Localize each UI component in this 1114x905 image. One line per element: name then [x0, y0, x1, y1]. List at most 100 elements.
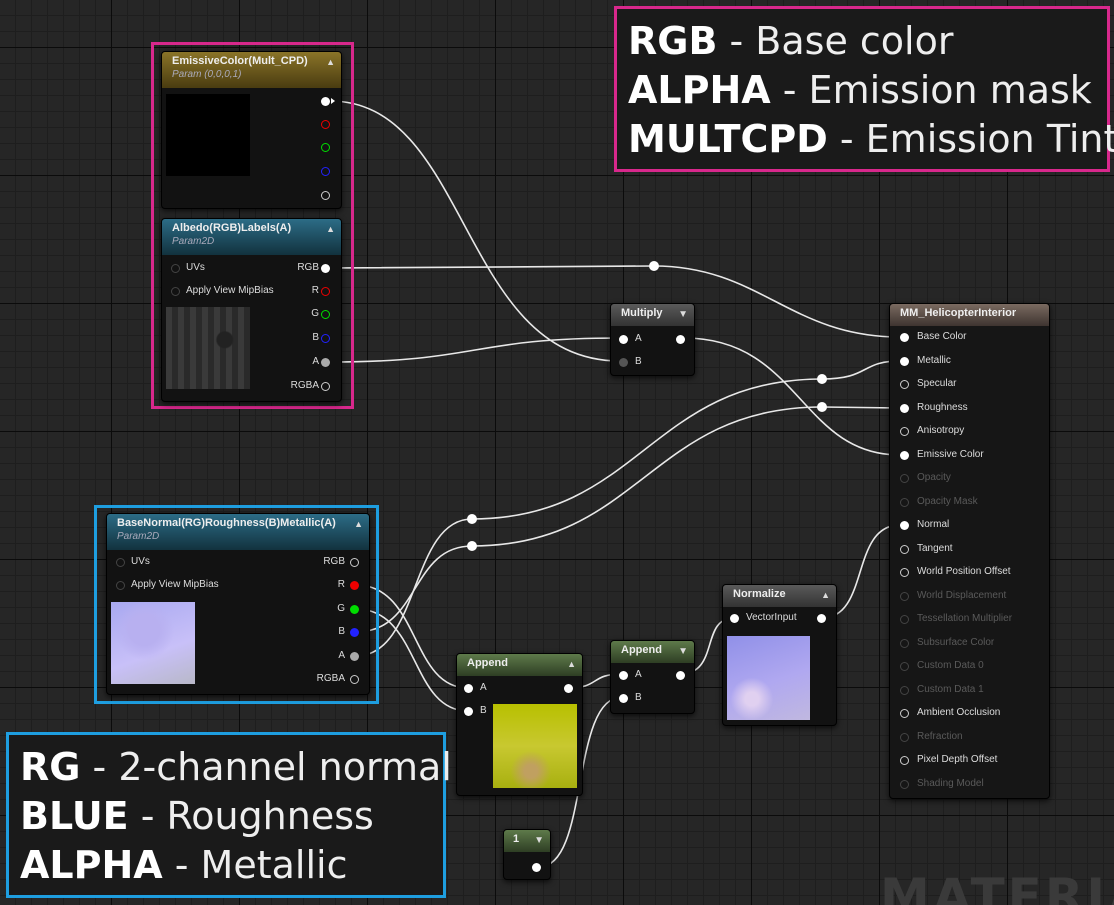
- material-input-pin[interactable]: [900, 638, 909, 648]
- output-pin-g[interactable]: [321, 310, 330, 319]
- collapse-arrow-icon[interactable]: ▲: [326, 57, 335, 67]
- pin-label: A: [480, 682, 487, 693]
- output-pin[interactable]: [564, 684, 573, 693]
- append-node-1[interactable]: Append ▲ A B: [456, 653, 583, 796]
- output-pin-green[interactable]: [321, 143, 330, 152]
- normalize-node[interactable]: Normalize ▲ VectorInput: [722, 584, 837, 726]
- node-header: Append ▲: [457, 654, 582, 676]
- emissive-color-node[interactable]: EmissiveColor(Mult_CPD) Param (0,0,0,1) …: [161, 51, 342, 209]
- material-input-pin[interactable]: [900, 685, 909, 695]
- input-pin-uvs[interactable]: [171, 264, 180, 273]
- input-pin-uvs[interactable]: [116, 558, 125, 567]
- output-pin-g[interactable]: [350, 605, 359, 614]
- output-pin-rgb[interactable]: [350, 558, 359, 567]
- material-input-pin[interactable]: [900, 709, 909, 718]
- append-node-2[interactable]: Append ▼ A B: [610, 640, 695, 714]
- annotation-value: - Emission Tint: [827, 117, 1114, 161]
- output-pin-rgba[interactable]: [350, 675, 359, 684]
- output-pin[interactable]: [676, 671, 685, 680]
- append-preview: [493, 704, 577, 788]
- input-pin-vector[interactable]: [730, 614, 739, 623]
- material-input-label: Roughness: [917, 401, 968, 413]
- collapse-arrow-icon[interactable]: ▲: [354, 519, 363, 529]
- pin-label: G: [311, 308, 319, 319]
- collapse-arrow-icon[interactable]: ▲: [821, 590, 830, 600]
- annotation-value: - Roughness: [128, 794, 374, 838]
- annotation-value: - Base color: [717, 19, 954, 63]
- multiply-node[interactable]: Multiply ▼ A B: [610, 303, 695, 376]
- material-input-pin[interactable]: [900, 427, 909, 436]
- collapse-arrow-icon[interactable]: ▲: [326, 224, 335, 234]
- material-input-label: World Position Offset: [917, 566, 1011, 577]
- output-pin-blue[interactable]: [321, 167, 330, 176]
- material-input-pin[interactable]: [900, 544, 909, 554]
- material-input-label: Emissive Color: [917, 448, 984, 460]
- node-subtitle: Param2D: [117, 531, 160, 542]
- annotation-value: - Emission mask: [770, 68, 1092, 112]
- output-pin[interactable]: [532, 863, 541, 872]
- output-pin[interactable]: [676, 335, 685, 344]
- node-header: Normalize ▲: [723, 585, 836, 607]
- albedo-texture-node[interactable]: Albedo(RGB)Labels(A) Param2D ▲ UVs Apply…: [161, 218, 342, 402]
- material-input-pin[interactable]: [900, 591, 909, 601]
- annotation-value: - Metallic: [162, 843, 348, 887]
- constant-node[interactable]: 1 ▼: [503, 829, 551, 880]
- input-pin-b[interactable]: [464, 707, 473, 716]
- output-pin-rgba[interactable]: [321, 382, 330, 391]
- material-input-label: Metallic: [917, 354, 951, 366]
- material-input-pin[interactable]: [900, 474, 909, 483]
- material-input-pin[interactable]: [900, 333, 909, 342]
- material-input-pin[interactable]: [900, 356, 909, 366]
- material-input-label: Pixel Depth Offset: [917, 754, 998, 765]
- material-input-label: Normal: [917, 519, 950, 530]
- input-pin-a[interactable]: [619, 671, 628, 680]
- input-pin-a[interactable]: [464, 684, 473, 693]
- output-pin-b[interactable]: [350, 628, 359, 637]
- input-pin-mipbias[interactable]: [171, 287, 180, 296]
- output-pin-b[interactable]: [321, 334, 330, 343]
- material-input-pin[interactable]: [900, 403, 909, 413]
- annotation-line: RGB - Base color: [628, 17, 1107, 66]
- output-pin[interactable]: [817, 614, 826, 623]
- material-input-pin[interactable]: [900, 521, 909, 530]
- output-pin-white[interactable]: [321, 97, 330, 106]
- material-input-pin[interactable]: [900, 732, 909, 742]
- output-pin-a[interactable]: [321, 358, 330, 367]
- collapse-arrow-icon[interactable]: ▼: [678, 309, 688, 320]
- output-pin-r[interactable]: [321, 287, 330, 296]
- base-normal-texture-node[interactable]: BaseNormal(RG)Roughness(B)Metallic(A) Pa…: [106, 513, 370, 695]
- pin-arrow-icon: [331, 98, 335, 104]
- pin-label: B: [635, 356, 642, 367]
- annotation-key: ALPHA: [628, 68, 771, 112]
- material-input-pin[interactable]: [900, 568, 909, 577]
- output-pin-rgb[interactable]: [321, 264, 330, 273]
- collapse-arrow-icon[interactable]: ▼: [534, 835, 544, 846]
- input-pin-mipbias[interactable]: [116, 581, 125, 590]
- material-input-label: Refraction: [917, 730, 963, 742]
- material-input-pin[interactable]: [900, 779, 909, 789]
- pin-label: B: [338, 626, 345, 637]
- collapse-arrow-icon[interactable]: ▼: [678, 646, 688, 657]
- input-pin-a[interactable]: [619, 335, 628, 344]
- material-input-pin[interactable]: [900, 497, 909, 507]
- input-pin-b[interactable]: [619, 358, 628, 367]
- material-input-pin[interactable]: [900, 662, 909, 671]
- pin-label: G: [337, 603, 345, 614]
- annotation-line: ALPHA - Emission mask: [628, 66, 1107, 115]
- wire-albedo-a-multiply-a: [329, 337, 621, 363]
- material-input-pin[interactable]: [900, 450, 909, 460]
- material-input-pin[interactable]: [900, 615, 909, 624]
- output-pin-a[interactable]: [350, 652, 359, 661]
- material-input-label: Opacity Mask: [917, 495, 978, 507]
- output-pin-alpha[interactable]: [321, 191, 330, 200]
- material-input-pin[interactable]: [900, 756, 909, 765]
- collapse-arrow-icon[interactable]: ▲: [567, 659, 576, 669]
- output-pin-r[interactable]: [350, 581, 359, 590]
- output-pin-red[interactable]: [321, 120, 330, 129]
- annotation-key: RG: [20, 745, 81, 789]
- wire-multiply-emissive: [683, 337, 901, 456]
- material-input-pin[interactable]: [900, 380, 909, 389]
- input-pin-b[interactable]: [619, 694, 628, 703]
